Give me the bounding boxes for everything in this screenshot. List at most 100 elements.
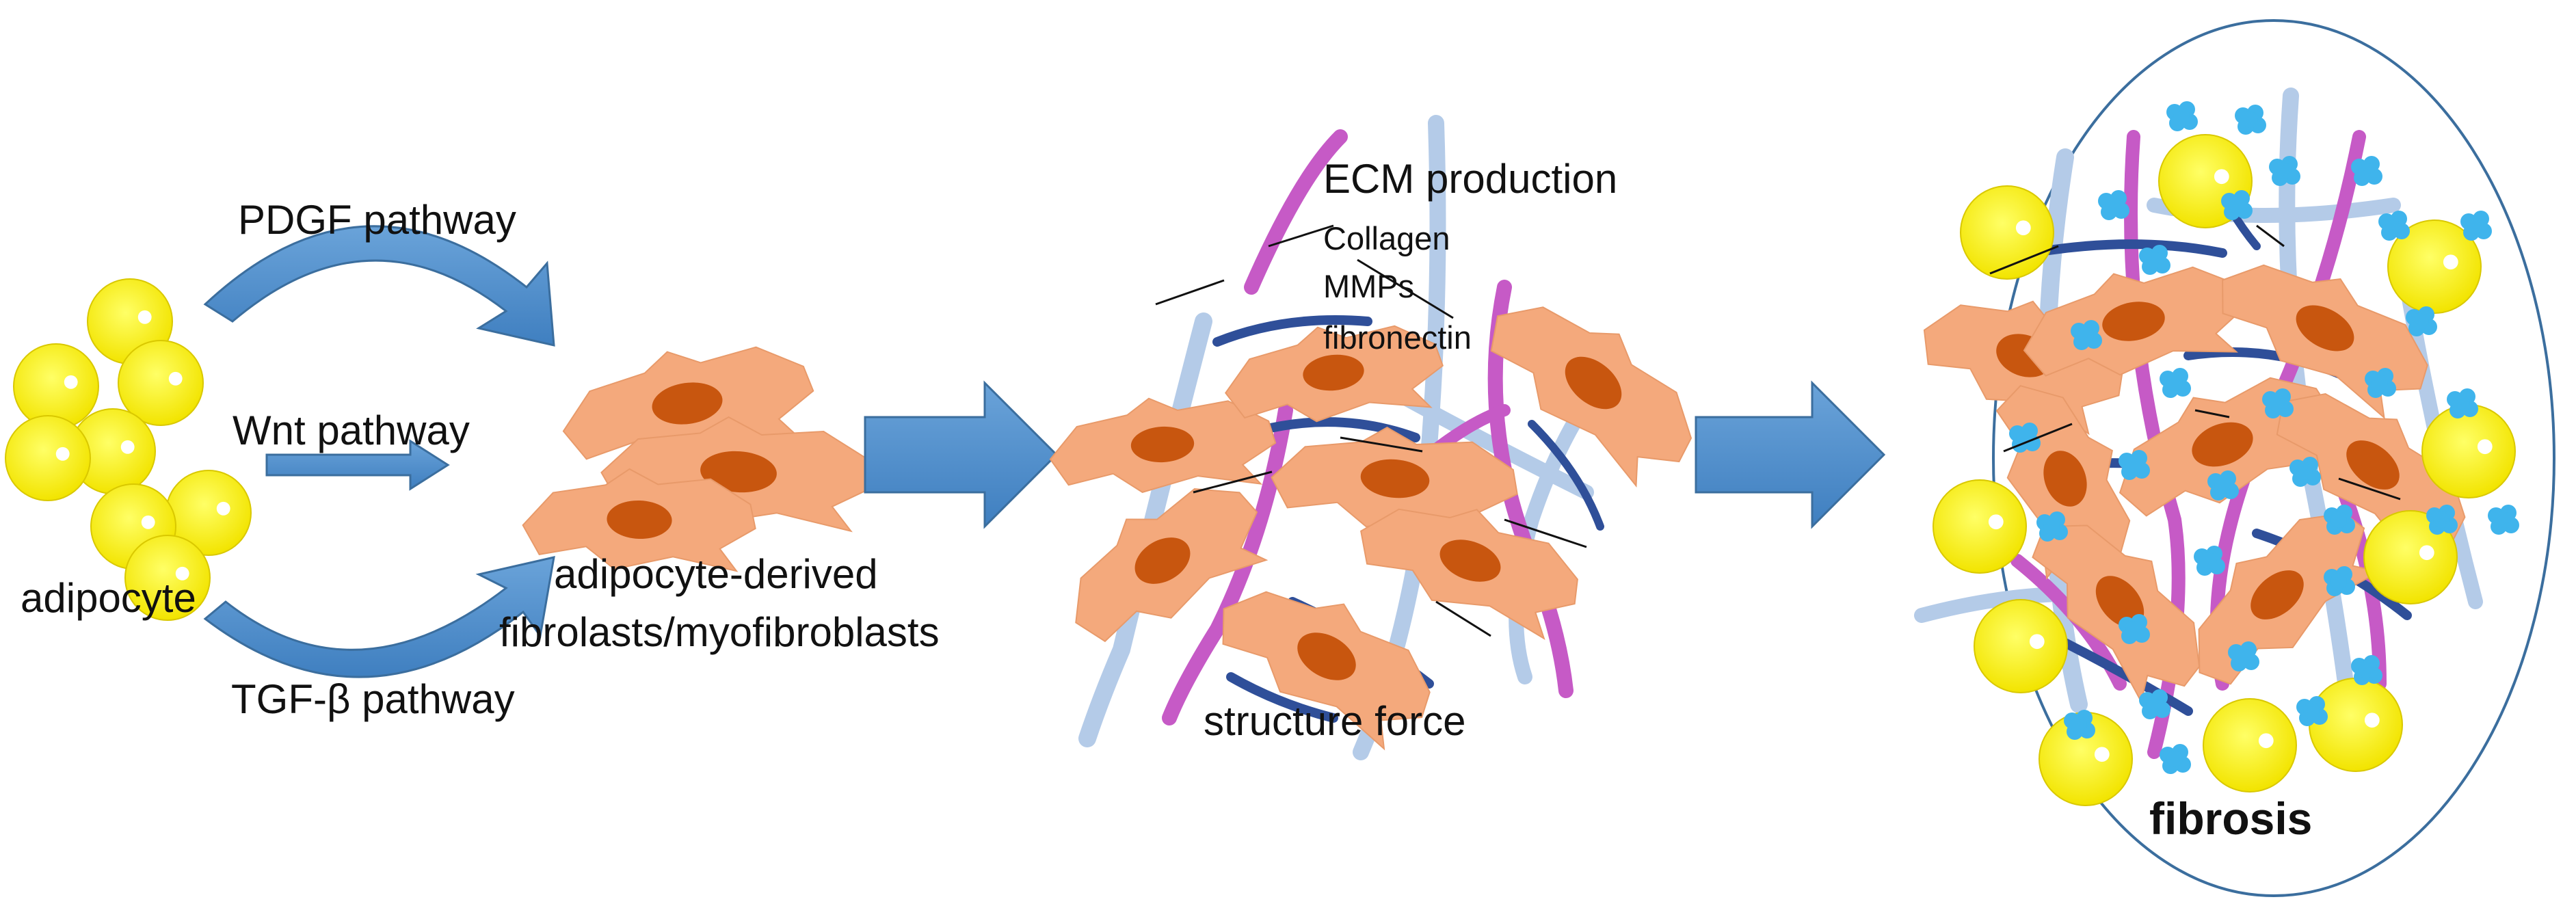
lipid-droplet-highlight — [2214, 169, 2229, 185]
mmp-blob — [2125, 457, 2142, 473]
mmp-molecule — [2296, 696, 2328, 726]
tgf-beta-pathway-label: TGF-β pathway — [231, 676, 515, 722]
lipid-droplet-highlight — [2419, 545, 2434, 561]
fibroblast-nucleus — [1303, 354, 1364, 391]
mmp-blob — [2077, 327, 2094, 343]
lipid-droplet-highlight — [175, 566, 189, 581]
lipid-droplet-highlight — [120, 440, 135, 454]
mmp-molecule — [2351, 156, 2382, 186]
mmp-blob — [2269, 395, 2285, 412]
adipocyte-cell — [2309, 678, 2403, 772]
mmp-molecule — [2036, 511, 2068, 542]
mmp-blob — [2276, 163, 2292, 179]
mmp-blob — [2358, 163, 2374, 179]
mmp-blob — [2467, 217, 2484, 234]
structure-force-label: structure force — [1204, 698, 1465, 744]
mmp-molecule — [2207, 470, 2239, 501]
fibroblast-nucleus — [1297, 632, 1356, 680]
mmp-molecule — [2139, 689, 2170, 719]
adipocyte-cell — [118, 340, 204, 426]
mmp-molecule — [2194, 546, 2225, 576]
lipid-droplet-highlight — [2094, 747, 2110, 762]
ecm-production-title: ECM production — [1323, 156, 1617, 202]
fibronectin-fiber — [1487, 280, 1574, 698]
mmp-blob — [2235, 648, 2251, 665]
mmp-blob — [2296, 464, 2313, 480]
mmp-molecule — [2269, 156, 2300, 186]
mmp-blob — [2105, 197, 2121, 213]
adipocyte-cell — [1974, 599, 2068, 693]
adipocyte-cell — [1960, 185, 2054, 280]
fibroblast-nucleus — [2346, 440, 2400, 490]
lipid-droplet-highlight — [2443, 254, 2458, 270]
pointer-line — [1989, 245, 2059, 275]
mmp-blob — [2372, 375, 2388, 391]
lipid-droplet-highlight — [2364, 712, 2380, 728]
mmp-blob — [2071, 717, 2087, 733]
mmp-blob — [2495, 511, 2511, 528]
fibroblast-nucleus — [2043, 451, 2087, 507]
lipid-droplet-highlight — [137, 310, 152, 324]
adipocyte-label: adipocyte — [21, 575, 196, 621]
fibroblast-nucleus — [2095, 576, 2145, 628]
mmp-molecule — [2406, 306, 2437, 336]
mmp-blob — [2043, 518, 2060, 535]
mmp-blob — [2228, 197, 2244, 213]
ecm-item-collagen: Collagen — [1323, 220, 1450, 256]
mmp-molecule — [2289, 457, 2321, 487]
mmp-blob — [2331, 511, 2347, 528]
pointer-line — [1435, 600, 1491, 637]
mmp-molecule — [2119, 450, 2150, 480]
fibroblast-nucleus — [1439, 539, 1501, 582]
fibroblast-nucleus — [2250, 570, 2304, 619]
fibroblast-nucleus — [2296, 305, 2354, 351]
fibroblast-cell — [2032, 524, 2201, 704]
lipid-droplet-highlight — [168, 371, 183, 386]
adipocyte-cell — [124, 535, 211, 621]
pointer-line — [1155, 279, 1225, 306]
mmp-blob — [2331, 573, 2347, 589]
mmp-molecule — [2119, 614, 2150, 644]
mmp-molecule — [2488, 505, 2519, 535]
pointer-line — [1268, 224, 1334, 248]
mmp-blob — [2358, 662, 2374, 678]
mmp-blob — [2166, 751, 2183, 767]
adipocyte-cell — [1933, 479, 2027, 574]
adipocyte-derived-label: adipocyte-derived — [554, 551, 878, 597]
fibroblast-cell — [1271, 427, 1518, 537]
ecm-item-fibronectin: fibronectin — [1323, 319, 1472, 356]
mmp-molecule — [2324, 566, 2355, 596]
mmp-blob — [2166, 375, 2183, 391]
mmp-blob — [2454, 395, 2470, 412]
fibroblast-cell — [1224, 325, 1444, 423]
mmp-molecule — [2221, 190, 2253, 220]
adipocyte-cell — [2203, 698, 2297, 792]
dark-fiber — [1253, 417, 1420, 442]
mmp-molecule — [2351, 655, 2382, 685]
fibroblast-nucleus — [1134, 537, 1191, 584]
adipocyte-cell — [2387, 219, 2482, 314]
lipid-droplet-highlight — [55, 447, 70, 461]
fibroblast-nucleus — [2102, 302, 2165, 341]
pointer-line — [2003, 423, 2073, 453]
mmp-blob — [2303, 703, 2320, 719]
fibroblast-nucleus — [1130, 426, 1195, 463]
mmp-blob — [2201, 552, 2217, 569]
fibroblasts-myofibroblasts-label: fibrolasts/myofibroblasts — [499, 609, 940, 655]
mmp-molecule — [2378, 211, 2410, 241]
mmp-blob — [2433, 511, 2449, 528]
dark-fiber — [1226, 672, 1338, 723]
lipid-droplet-highlight — [2477, 439, 2493, 455]
pointer-line — [1340, 436, 1423, 453]
dark-fiber — [2047, 631, 2193, 716]
fibroblast-cell — [1360, 508, 1578, 640]
progression-arrow-2 — [1695, 380, 1886, 529]
wnt-pathway-label: Wnt pathway — [233, 408, 470, 453]
mmp-blob — [2214, 477, 2231, 494]
fibroblast-cell — [2198, 512, 2381, 685]
adipocyte-cell — [2421, 404, 2516, 498]
mmp-molecule — [2064, 710, 2095, 740]
mmp-molecule — [2160, 744, 2191, 774]
adipocyte-cell — [5, 415, 91, 501]
